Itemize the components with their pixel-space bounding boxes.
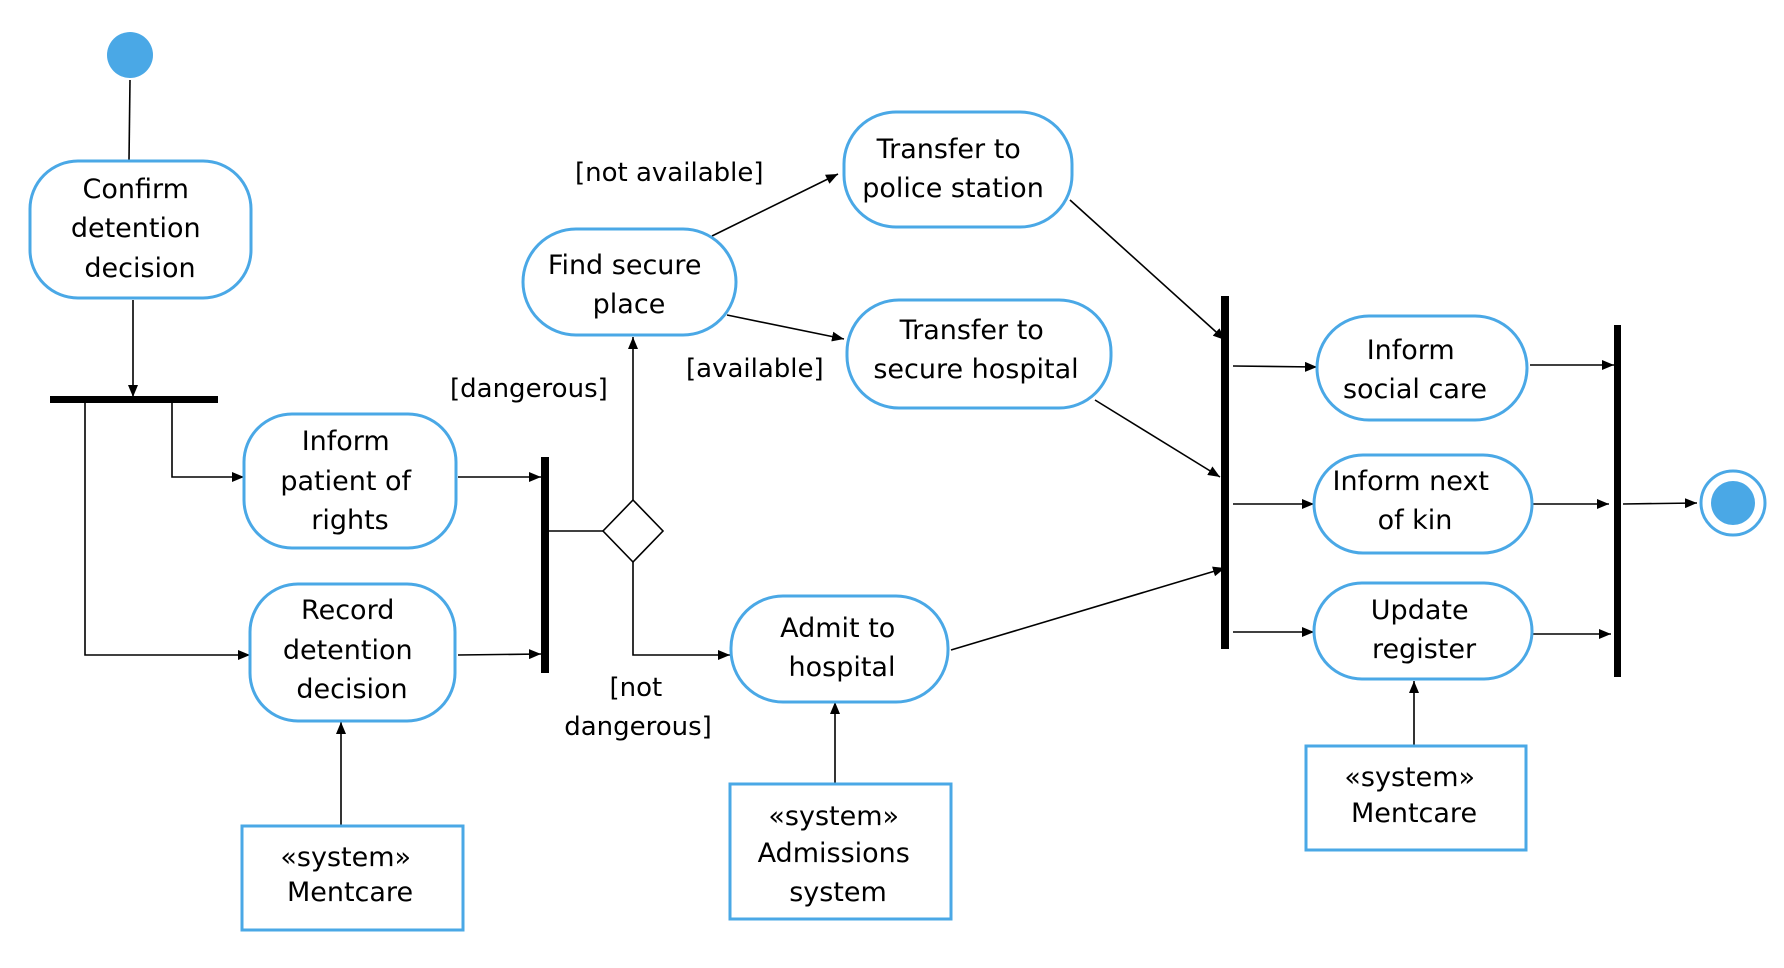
activity-inform-patient: Inform patient of rights [242,412,458,550]
fork-to-social-care-arrow [1232,361,1318,372]
system-label-line: Mentcare [1351,798,1477,829]
activity-label-line: police station [862,173,1044,204]
decision-to-admit-arrow [632,562,730,660]
activity-label-line: secure hospital [873,354,1078,385]
system-mentcare-right: «system» Mentcare [1304,744,1528,852]
activity-find-secure-place: Find secure place [521,227,738,337]
fork-bar-1 [50,396,218,403]
secure-hospital-to-join-arrow [1094,399,1221,478]
svg-text:Inform social care: Inform social care [1343,335,1487,405]
activity-inform-social-care: Inform social care [1315,314,1529,422]
activity-transfer-secure-hospital: Transfer to secure hospital [845,298,1113,410]
activity-admit-hospital: Admit to hospital [729,594,950,704]
activity-transfer-police: Transfer to police station [842,110,1074,229]
activity-update-register: Update register [1312,581,1534,681]
join-bar-1 [541,457,549,673]
activity-label-line: detention [71,213,201,244]
guard-not-available: [not available] [575,158,764,188]
system-label-line: «system» [1344,762,1475,793]
system-label-line: «system» [280,842,411,873]
record-to-join-arrow [457,649,542,660]
activity-record-detention: Record detention decision [248,582,457,723]
activity-label-line: Inform next [1332,466,1488,497]
final-node [1699,469,1767,537]
svg-text:Update register: Update register [1371,595,1477,665]
system-label-line: Mentcare [287,877,413,908]
svg-text:Inform patient of: Inform patient of rights [280,426,419,536]
guard-not-dangerous: [not dangerous] [564,673,712,742]
svg-text:Find secure place: Find secure place [548,250,710,320]
activity-label-line: register [1372,634,1477,665]
start-to-confirm-line [128,79,131,161]
activity-confirm-detention: Confirm detention decision [28,159,253,300]
svg-text:Inform next of kin: Inform next of kin [1332,466,1497,536]
join-fork-bar-2 [1221,296,1229,649]
activity-label-line: hospital [789,652,896,683]
activity-label-line: detention [283,635,413,666]
system-admissions: «system» Admissions system [728,782,953,921]
activity-label-line: Update [1371,595,1469,626]
find-secure-to-police-arrow [711,173,839,237]
activity-inform-next-of-kin: Inform next of kin [1312,453,1534,555]
guard-line: [not [610,673,663,703]
svg-text:Record detention d: Record detention decision [283,595,421,705]
initial-node [107,32,153,78]
admit-to-join-arrow [950,566,1226,651]
svg-text:Transfer to secure hospi: Transfer to secure hospital [873,315,1078,385]
activity-label-line: Inform [1367,335,1455,366]
police-to-join-arrow [1069,199,1226,341]
activity-label-line: Inform [302,426,390,457]
fork-to-record-arrow [84,403,250,660]
svg-text:Transfer to police stati: Transfer to police station [862,134,1044,204]
guard-available: [available] [686,354,824,384]
activity-label-line: place [593,289,666,320]
system-mentcare-left: «system» Mentcare [240,824,465,932]
join-to-end-arrow [1622,498,1698,509]
guard-line: dangerous] [564,712,712,742]
join-bar-3 [1614,325,1621,677]
activity-label-line: social care [1343,374,1487,405]
activity-label-line: Confirm [82,174,188,205]
activity-label-line: Find secure [548,250,702,281]
activity-label-line: of kin [1378,505,1453,536]
svg-text:«system» Mentcare: «system» Mentcare [280,842,419,908]
connectors [84,79,1698,825]
svg-text:Confirm detention: Confirm detention decision [71,174,209,284]
activity-label-line: patient of [280,466,412,497]
activity-label-line: decision [84,253,195,284]
activity-label-line: Admit to [780,613,895,644]
activity-label-line: Transfer to [876,134,1021,165]
svg-text:Admit to hospital: Admit to hospital [780,613,904,683]
svg-text:«system» Mentcare: «system» Mentcare [1344,762,1483,829]
svg-text:«system» Admissions: «system» Admissions system [758,801,919,908]
guard-dangerous: [dangerous] [450,374,608,404]
activity-label-line: Transfer to [899,315,1044,346]
activity-label-line: Record [301,595,394,626]
system-label-line: Admissions [758,838,910,869]
fork-to-inform-patient-arrow [171,403,244,482]
find-secure-to-secure-hospital-arrow [726,314,845,342]
activity-label-line: decision [296,674,407,705]
activity-label-line: rights [311,505,389,536]
system-label-line: «system» [768,801,899,832]
system-label-line: system [789,877,887,908]
decision-node [601,498,665,564]
